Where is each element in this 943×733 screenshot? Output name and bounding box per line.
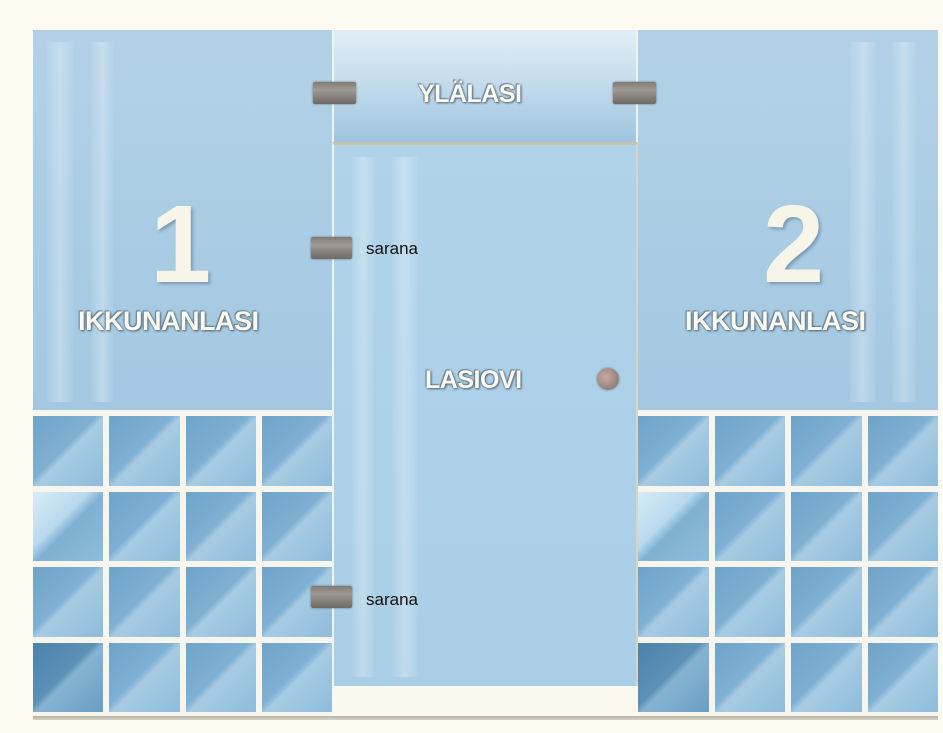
hinge-icon	[311, 586, 352, 608]
tile	[33, 416, 103, 486]
tile	[791, 643, 862, 713]
hinge-icon	[613, 82, 656, 104]
tile	[109, 416, 179, 486]
tile	[262, 643, 332, 713]
tile	[109, 492, 179, 562]
tile	[186, 492, 256, 562]
tile	[33, 492, 103, 562]
tile	[791, 492, 862, 562]
floor-line	[33, 716, 938, 720]
tile	[868, 567, 939, 637]
tile	[109, 643, 179, 713]
tile	[262, 492, 332, 562]
tile	[262, 416, 332, 486]
tile	[715, 643, 786, 713]
top-glass-label: YLÄLASI	[418, 80, 521, 109]
window-label-left: IKKUNANLASI	[78, 306, 259, 337]
door-knob-icon	[597, 368, 619, 390]
tile	[638, 416, 709, 486]
hinge-label-lower: sarana	[366, 590, 418, 610]
hinge-label-upper: sarana	[366, 239, 418, 259]
right-tile-grid	[638, 410, 938, 718]
tile	[186, 416, 256, 486]
window-number-1: 1	[150, 190, 211, 300]
tile	[715, 492, 786, 562]
tile	[33, 567, 103, 637]
tile	[868, 492, 939, 562]
window-label-right: IKKUNANLASI	[685, 306, 866, 337]
door-threshold	[332, 686, 638, 714]
tile	[186, 567, 256, 637]
tile	[791, 416, 862, 486]
tile	[791, 567, 862, 637]
hinge-icon	[313, 82, 356, 104]
tile	[868, 416, 939, 486]
window-number-2: 2	[763, 190, 824, 300]
tile	[638, 492, 709, 562]
tile	[638, 643, 709, 713]
tile	[715, 567, 786, 637]
hinge-icon	[311, 237, 352, 259]
tile	[715, 416, 786, 486]
tile	[33, 643, 103, 713]
tile	[109, 567, 179, 637]
left-tile-grid	[33, 410, 332, 718]
tile	[638, 567, 709, 637]
door-label: LASIOVI	[425, 366, 522, 395]
tile	[868, 643, 939, 713]
tile	[186, 643, 256, 713]
